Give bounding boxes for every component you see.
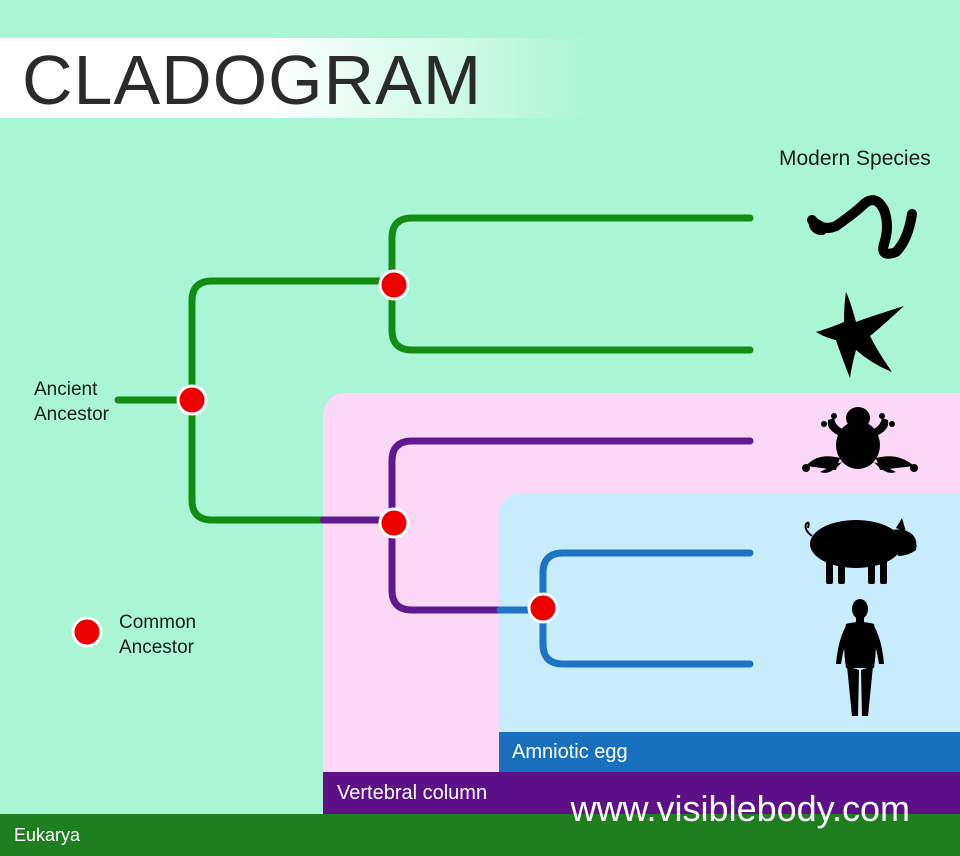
legend-common-ancestor-line1: Common <box>119 612 197 633</box>
eukarya-label: Eukarya <box>14 825 81 845</box>
legend-common-ancestor-line2: Ancestor <box>119 637 194 658</box>
amniotic-egg-label: Amniotic egg <box>512 741 628 763</box>
green-main-branch <box>188 277 396 524</box>
starfish-icon <box>816 292 904 378</box>
blue-branch <box>539 549 754 668</box>
website-url: www.visiblebody.com <box>570 788 910 829</box>
green-upper-branch <box>388 214 754 354</box>
pig-icon <box>804 518 917 584</box>
page-title: CLADOGRAM <box>22 41 483 119</box>
common-ancestor-node-vertebral <box>378 507 410 539</box>
human-icon <box>836 599 884 716</box>
legend-node-icon <box>71 616 103 648</box>
common-ancestor-node-amniotic <box>527 592 559 624</box>
snake-icon <box>807 195 917 259</box>
vertebral-column-band <box>323 772 960 814</box>
common-ancestor-node-upper <box>378 269 410 301</box>
title-band <box>0 38 600 118</box>
common-ancestor-node-root <box>176 384 208 416</box>
ancient-ancestor-label-line2: Ancestor <box>34 404 109 425</box>
modern-species-header: Modern Species <box>779 147 931 170</box>
ancient-ancestor-label-line1: Ancient <box>34 379 98 400</box>
vertebral-column-label: Vertebral column <box>337 782 488 804</box>
frog-icon <box>802 407 918 473</box>
eukarya-band <box>0 814 960 856</box>
purple-branch <box>388 437 754 614</box>
amniotic-egg-band <box>499 732 960 772</box>
